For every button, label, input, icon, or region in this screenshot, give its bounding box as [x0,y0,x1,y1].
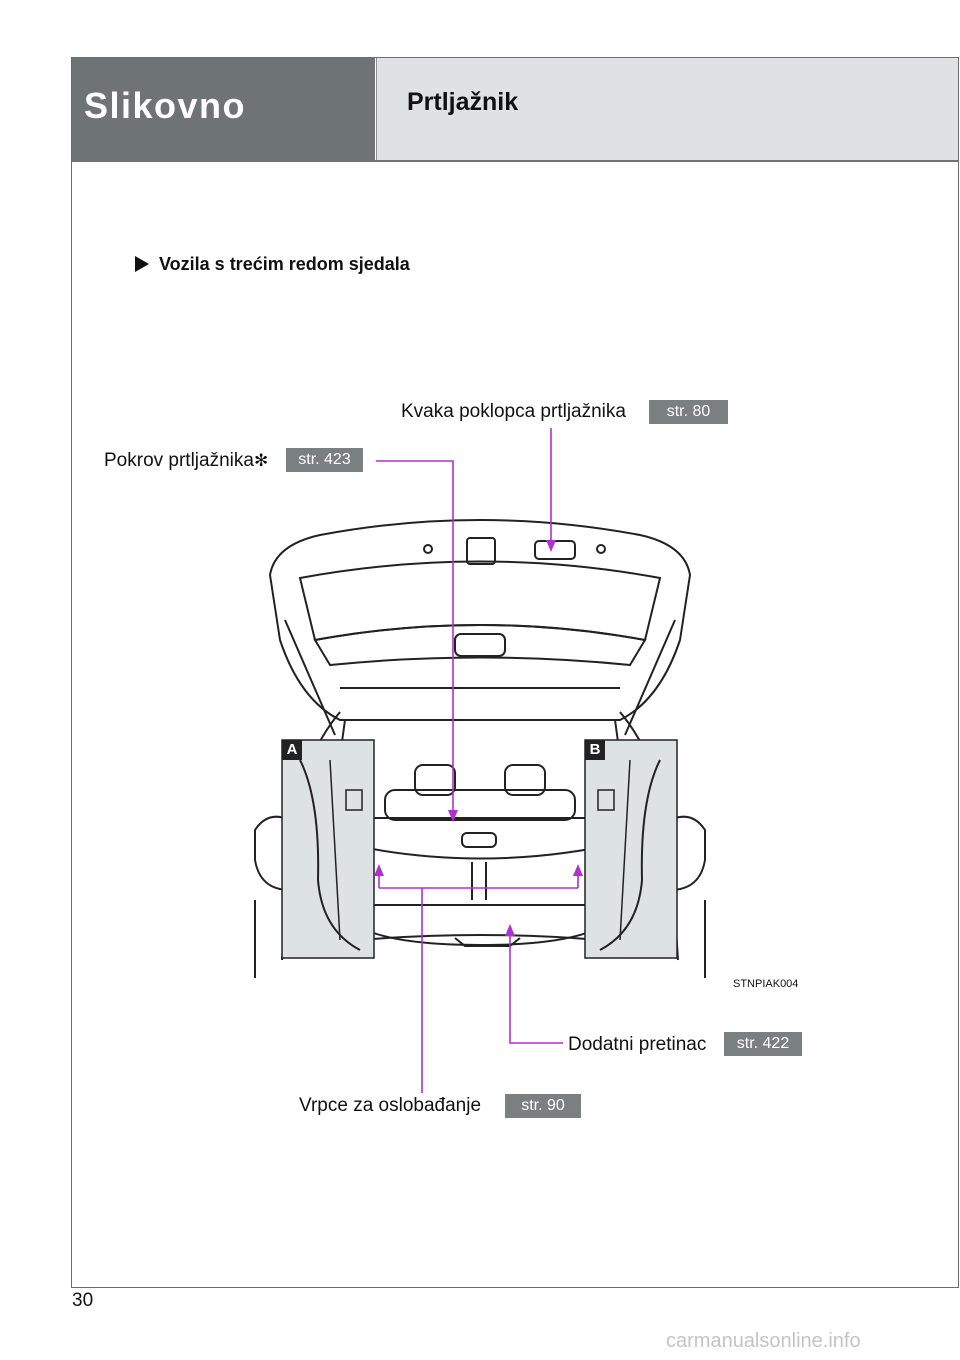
watermark: carmanualsonline.info [666,1330,861,1352]
callout-cover-label: Pokrov prtljažnika✻ [104,450,268,472]
callout-straps-ref[interactable]: str. 90 [505,1094,581,1118]
page-title: Prtljažnik [407,88,519,116]
inset-b-badge: B [585,740,605,760]
asterisk-icon: ✻ [253,451,269,470]
callout-cover-text: Pokrov prtljažnika [104,450,254,471]
callout-straps-label: Vrpce za oslobađanje [299,1095,482,1116]
callout-storage-ref[interactable]: str. 422 [724,1032,802,1056]
section-header: Slikovno kazalo [72,58,375,222]
inset-a-badge: A [282,740,302,760]
subtitle-text: Vozila s trećim redom sjedala [159,254,410,274]
title-header: Prtljažnik [376,58,958,161]
page-number: 30 [72,1290,94,1311]
figure-code: STNPIAK004 [733,978,799,990]
page-frame [71,57,959,1288]
triangle-bullet-icon [135,256,149,272]
callout-handle-label: Kvaka poklopca prtljažnika [401,401,626,422]
callout-handle-ref[interactable]: str. 80 [649,400,728,424]
subtitle: Vozila s trećim redom sjedala [135,254,410,275]
header-divider [72,160,958,162]
callout-storage-label: Dodatni pretinac [568,1034,707,1055]
callout-cover-ref[interactable]: str. 423 [286,448,363,472]
